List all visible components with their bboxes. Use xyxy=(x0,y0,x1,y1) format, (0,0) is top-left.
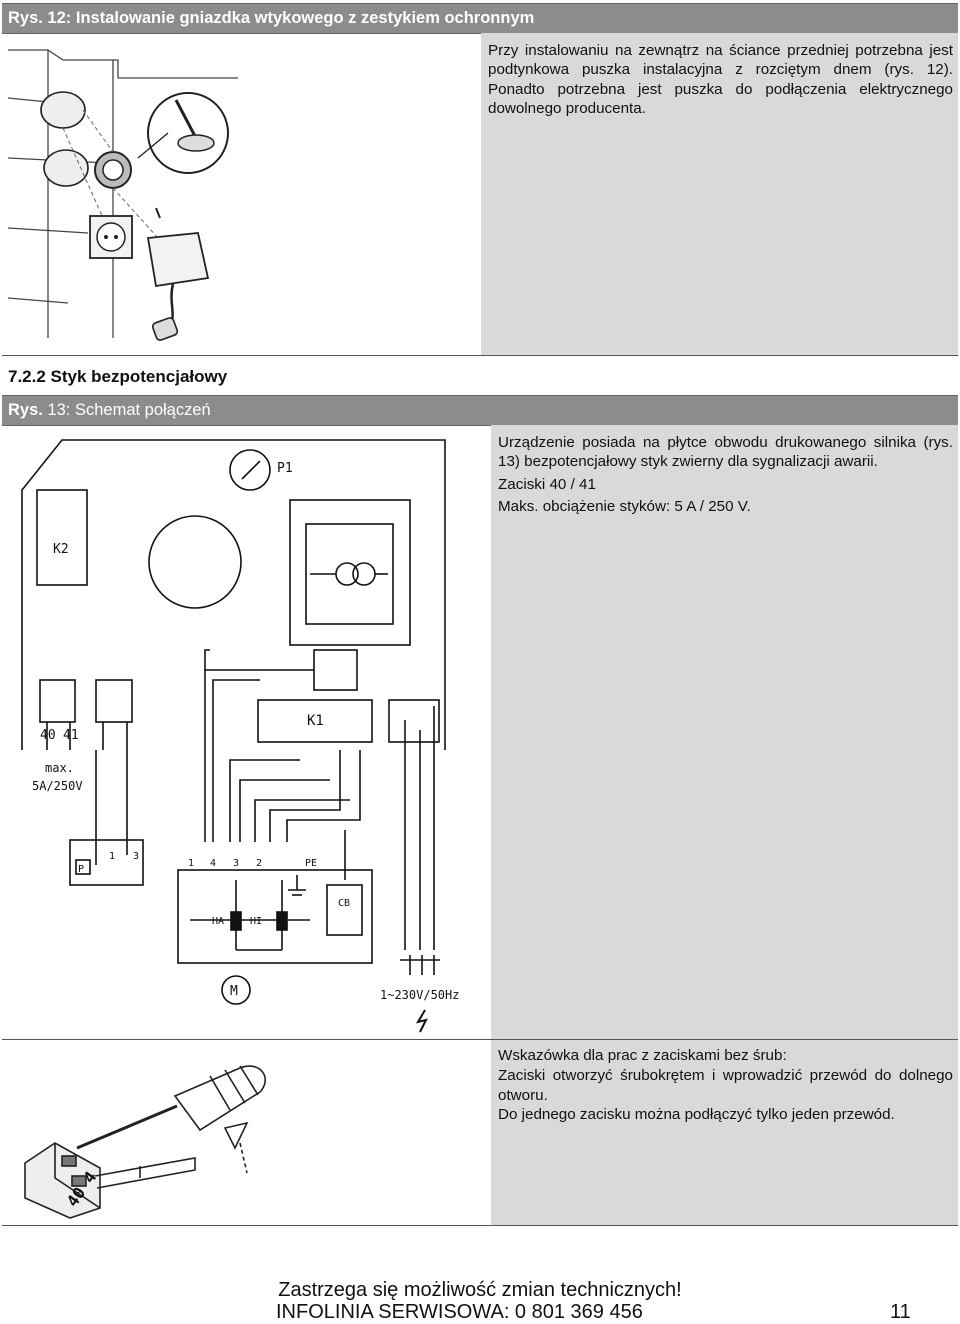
potentiometer-p1 xyxy=(229,449,271,491)
capacitor-box xyxy=(326,884,363,936)
wiring-diagram: P1 K2 K1 40 41 max. 5A/250V P 1 3 1 4 3 … xyxy=(21,439,459,1033)
label-hi: HI xyxy=(250,916,262,927)
pcb-outline xyxy=(21,439,446,750)
label-switch-1: 1 xyxy=(109,851,115,862)
cover-cap-middle xyxy=(43,149,89,187)
divider xyxy=(2,1225,958,1226)
label-terminal-1: 1 xyxy=(188,858,194,869)
label-m: M xyxy=(230,984,238,999)
divider xyxy=(2,355,958,356)
figure-12-text-panel xyxy=(481,33,958,355)
tip-line3: Do jednego zacisku można podłączyć tylko… xyxy=(498,1106,895,1124)
figure-13-caption: Rys. 13: Schemat połączeń xyxy=(2,395,958,426)
tip-line2: Zaciski otworzyć śrubokrętem i wprowadzi… xyxy=(498,1067,953,1104)
figure-13-text-line1: Urządzenie posiada na płytce obwodu druk… xyxy=(498,434,953,471)
label-terminal-2: 2 xyxy=(256,858,262,869)
pressure-switch xyxy=(69,839,144,886)
transformer-box xyxy=(289,499,411,646)
label-p: P xyxy=(78,864,84,875)
figure-13-text-panel xyxy=(491,425,958,1039)
tip-line1: Wskazówka dla prac z zaciskami bez śrub: xyxy=(498,1047,787,1064)
label-41: 41 xyxy=(63,728,79,743)
socket-installation-illustration xyxy=(8,49,238,341)
footer-hotline: INFOLINIA SERWISOWA: 0 801 369 456 xyxy=(276,1301,643,1323)
buzzer-circle xyxy=(148,515,242,609)
tip-text-panel xyxy=(491,1040,958,1225)
cover-cap-top xyxy=(40,91,86,129)
label-terminal-3: 3 xyxy=(233,858,239,869)
label-p1: P1 xyxy=(277,461,293,476)
label-k1: K1 xyxy=(307,713,324,729)
label-cb: CB xyxy=(338,898,350,909)
plug xyxy=(151,317,179,341)
label-ha: HA xyxy=(212,916,224,927)
footer-notice: Zastrzega się możliwość zmian techniczny… xyxy=(278,1279,682,1301)
section-title: 7.2.2 Styk bezpotencjałowy xyxy=(8,367,228,386)
magnifier-circle xyxy=(147,92,229,174)
page-number: 11 xyxy=(890,1301,911,1323)
motor-symbol xyxy=(221,975,251,1005)
figure-13-text-line2: Zaciski 40 / 41 xyxy=(498,475,596,493)
figure-12-text: Przy instalowaniu na zewnątrz na ściance… xyxy=(488,42,953,118)
figure-13-text-line3: Maks. obciążenie styków: 5 A / 250 V. xyxy=(498,498,751,516)
label-terminal-4: 4 xyxy=(210,858,216,869)
terminal-41 xyxy=(95,679,133,723)
figure-13-text: Urządzenie posiada na płytce obwodu druk… xyxy=(498,433,953,517)
label-max-value: 5A/250V xyxy=(32,779,83,793)
relay-k1 xyxy=(257,699,373,743)
junction-box xyxy=(146,232,210,288)
divider xyxy=(2,1039,958,1040)
label-switch-3: 3 xyxy=(133,851,139,862)
label-pe: PE xyxy=(305,858,317,869)
relay-k2 xyxy=(36,489,88,586)
screwless-clamp-illustration: 40 4 xyxy=(24,1065,266,1219)
figure-12-caption: Rys. 12: Instalowanie gniazdka wtykowego… xyxy=(2,3,958,34)
tip-text: Wskazówka dla prac z zaciskami bez śrub:… xyxy=(498,1046,953,1125)
label-k2: K2 xyxy=(53,542,69,557)
label-max: max. xyxy=(45,761,74,775)
label-supply: 1~230V/50Hz xyxy=(380,988,459,1002)
terminal-40 xyxy=(39,679,76,723)
label-40: 40 xyxy=(40,728,56,743)
motor-terminal-box xyxy=(177,869,373,964)
